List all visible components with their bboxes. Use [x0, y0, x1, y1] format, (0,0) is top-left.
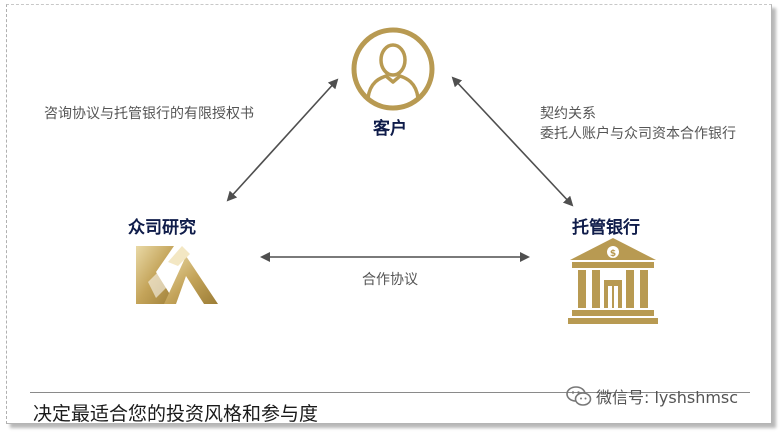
client-label: 客户	[373, 119, 407, 139]
watermark: 微信号: lyshshmsc	[566, 384, 738, 408]
edge-label-zhongsi-client: 咨询协议与托管银行的有限授权书	[44, 106, 254, 122]
footer-slogan: 决定最适合您的投资风格和参与度	[33, 403, 319, 425]
edge-label-client-bank-line2: 委托人账户与众司资本合作银行	[540, 126, 736, 142]
zhongsi-label: 众司研究	[128, 218, 196, 238]
edge-label-client-bank-line1: 契约关系	[540, 106, 596, 122]
bank-label: 托管银行	[572, 218, 640, 238]
bank-building-icon: $	[568, 238, 658, 324]
wechat-icon	[566, 386, 592, 406]
footer-divider	[30, 392, 750, 393]
watermark-text: 微信号: lyshshmsc	[596, 388, 739, 407]
arrow-zhongsi-client	[226, 78, 339, 202]
edge-label-zhongsi-bank: 合作协议	[362, 272, 418, 288]
zhongsi-logo	[136, 246, 218, 304]
arrow-client-bank	[451, 76, 574, 207]
svg-text:$: $	[610, 249, 616, 259]
person-icon	[351, 27, 435, 111]
